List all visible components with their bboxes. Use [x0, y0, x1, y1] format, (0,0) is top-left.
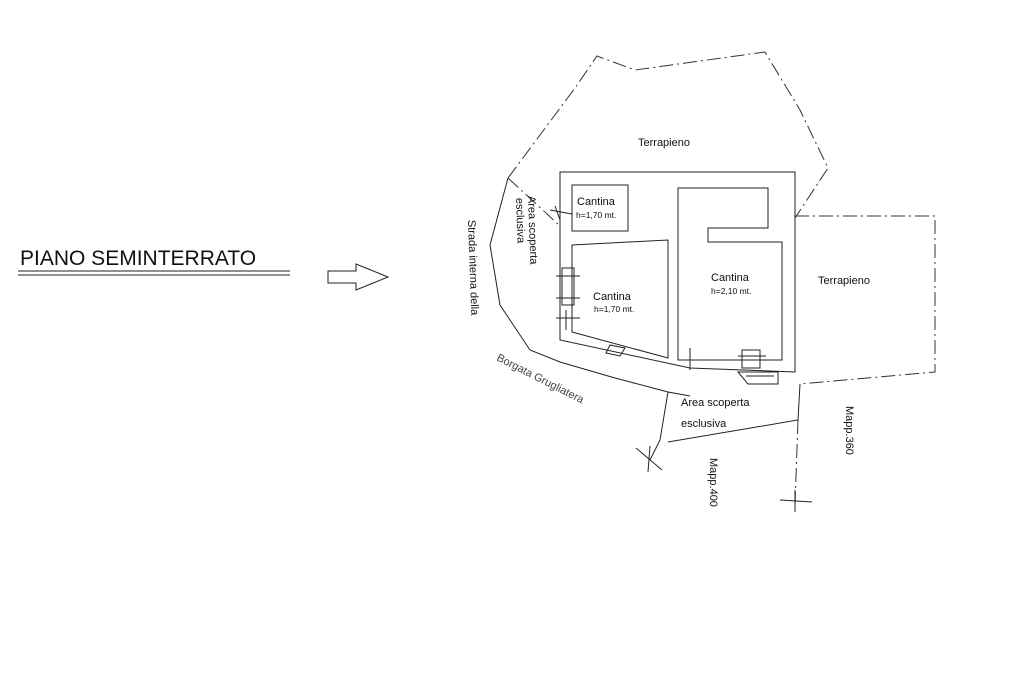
label-area-left-2: esclusiva	[513, 198, 527, 245]
street-edge-lower	[649, 391, 669, 461]
label-area-bottom-1: Area scoperta	[681, 397, 750, 409]
label-cantina-big-h: h=2,10 mt.	[711, 286, 751, 296]
label-cantina-left: Cantina	[593, 291, 632, 303]
label-area-bottom-2: esclusiva	[681, 418, 727, 430]
door-mark-4	[605, 344, 626, 357]
arrow-right-icon	[327, 263, 390, 291]
label-mapp360: Mapp.360	[843, 406, 855, 455]
stairs-mark	[736, 371, 779, 385]
label-terrapieno-right: Terrapieno	[818, 275, 870, 287]
boundary-cross-bottom	[635, 445, 663, 473]
label-cantina-big: Cantina	[711, 272, 750, 284]
room-cantina-left	[571, 239, 669, 359]
door-mark-5	[680, 348, 700, 370]
label-cantina-small-h: h=1,70 mt.	[576, 210, 616, 220]
room-cantina-big	[677, 187, 783, 361]
terrain-boundary-top	[507, 51, 829, 219]
label-terrapieno-top: Terrapieno	[638, 137, 690, 149]
street-edge-bottom	[667, 383, 801, 443]
terrain-boundary-left	[507, 177, 561, 227]
door-mark-6	[738, 349, 766, 369]
label-cantina-small: Cantina	[577, 196, 616, 208]
label-area-left-1: Area scoperta	[525, 196, 539, 266]
door-mark-2	[556, 267, 580, 306]
label-cantina-left-h: h=1,70 mt.	[594, 304, 634, 314]
mapp-boundary-bottom	[794, 419, 799, 506]
terrain-boundary-right	[795, 215, 936, 385]
label-borgata: Borgata Grugliatera	[495, 352, 587, 407]
label-strada: Strada interna della	[465, 220, 480, 317]
page-title: PIANO SEMINTERRATO	[20, 247, 256, 270]
room-cantina-small	[571, 184, 629, 232]
label-mapp400: Mapp.400	[707, 458, 719, 507]
boundary-cross-right	[779, 490, 813, 512]
street-edge-outer	[489, 177, 691, 397]
building-outline	[559, 171, 796, 373]
door-mark-1	[549, 205, 573, 221]
door-mark-3	[556, 310, 580, 330]
